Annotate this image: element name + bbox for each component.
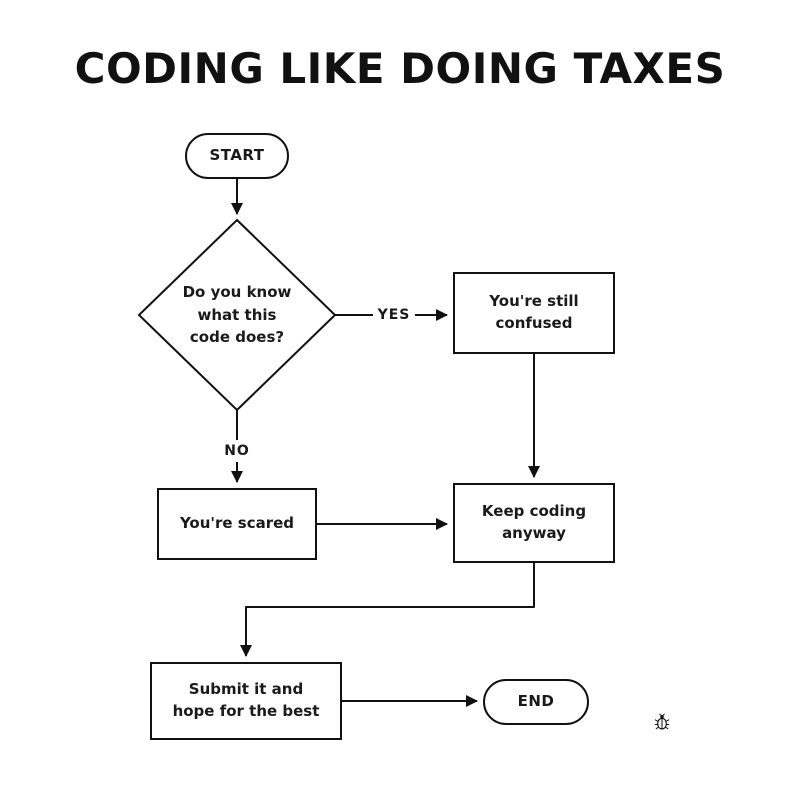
bug-icon-glyph xyxy=(654,713,670,730)
end-node: END xyxy=(483,679,589,725)
edge-label-yes: YES xyxy=(373,304,415,326)
edge-label-no: NO xyxy=(216,440,258,462)
bug-icon xyxy=(652,712,672,736)
scared-label: You're scared xyxy=(179,514,295,533)
confused-node: You're still confused xyxy=(453,272,615,354)
decision-label: Do you know what this code does? xyxy=(182,283,292,347)
decision-node: Do you know what this code does? xyxy=(175,262,299,368)
submit-label: Submit it and hope for the best xyxy=(172,680,320,720)
submit-node: Submit it and hope for the best xyxy=(150,662,342,740)
keep-coding-label: Keep coding anyway xyxy=(481,502,587,542)
start-node: START xyxy=(185,133,289,179)
start-label: START xyxy=(209,146,265,165)
keep-coding-node: Keep coding anyway xyxy=(453,483,615,563)
scared-node: You're scared xyxy=(157,488,317,560)
arrow-keepcoding-to-submit xyxy=(240,563,535,657)
page-title: CODING LIKE DOING TAXES xyxy=(74,44,726,93)
end-label: END xyxy=(517,692,555,711)
confused-label: You're still confused xyxy=(489,292,579,332)
